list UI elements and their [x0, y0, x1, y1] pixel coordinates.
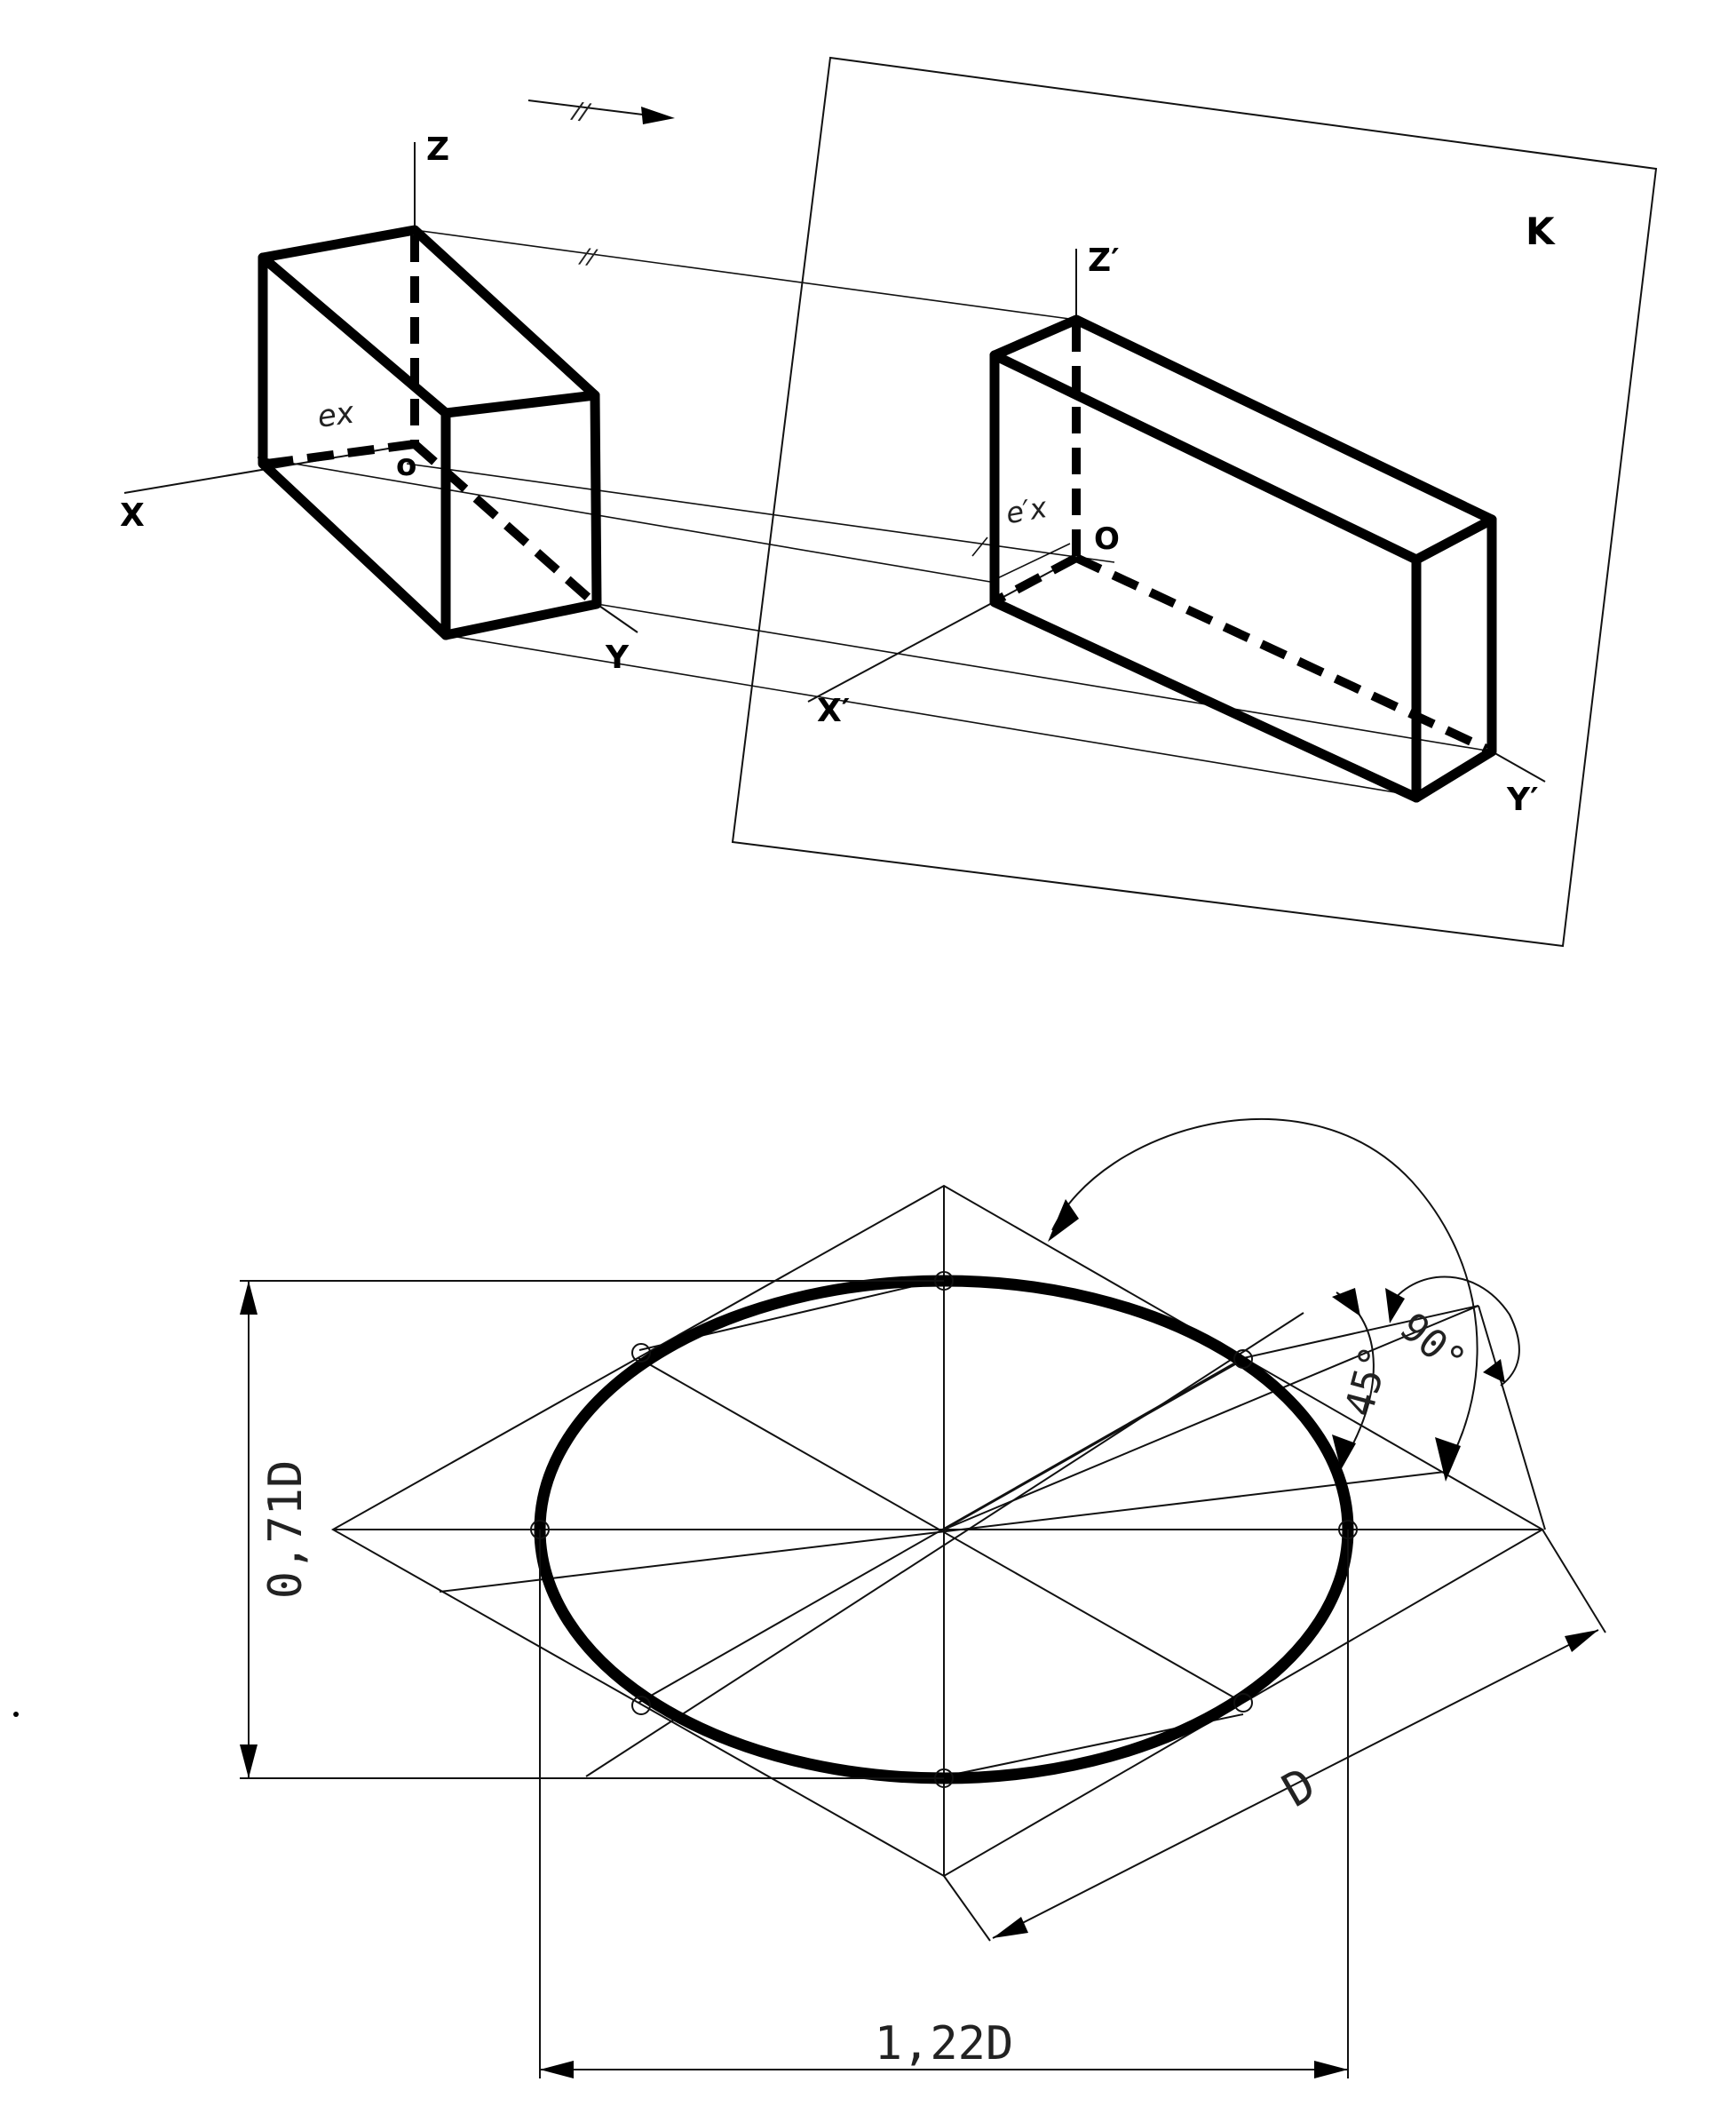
- side-dimension-label: D: [1274, 1758, 1325, 1818]
- side-dimension: D: [943, 1529, 1606, 1942]
- ray-parallel-mark: //: [577, 242, 599, 270]
- rotation-arc: [1048, 1117, 1478, 1482]
- direction-parallel-mark: //: [569, 97, 593, 126]
- axis-z-label: Z: [426, 131, 449, 168]
- coeff-ex-label: ex: [315, 394, 357, 434]
- angle-45-arc: 45°: [1332, 1288, 1399, 1470]
- axis-y-proj-label: Y′: [1506, 782, 1539, 818]
- angle-90-label: 90°: [1391, 1304, 1474, 1384]
- origin-proj-label: O: [1094, 521, 1120, 557]
- angle-45-label: 45°: [1336, 1341, 1399, 1421]
- width-dimension: 1,22D: [539, 1530, 1349, 2078]
- axis-y-label: Y: [605, 640, 630, 676]
- projection-direction-arrow: //: [527, 97, 675, 126]
- top-figure: // K // Z X Y o ex: [120, 56, 1658, 948]
- picture-plane-k: [731, 56, 1658, 948]
- bottom-figure: 45° 90° 0,71D 1,22D: [13, 1117, 1606, 2078]
- height-dimension-label: 0,71D: [259, 1460, 313, 1600]
- construction-lines: [333, 1186, 1546, 1876]
- axis-x-label: X: [120, 497, 145, 534]
- axis-z-proj-label: Z′: [1088, 242, 1120, 279]
- height-dimension: 0,71D: [240, 1280, 944, 1779]
- stray-dot: [13, 1712, 19, 1717]
- width-dimension-label: 1,22D: [875, 2017, 1014, 2070]
- angle-90-arc: 90°: [1385, 1276, 1520, 1387]
- plane-k-label: K: [1526, 210, 1556, 253]
- projection-rays: //: [257, 229, 1493, 796]
- projected-axes: Z′ X′ Y′ O e′x: [807, 242, 1546, 818]
- axis-x-proj-label: X′: [817, 693, 850, 729]
- origin-label: o: [396, 448, 416, 483]
- original-box: [258, 225, 602, 640]
- projected-box: [989, 314, 1497, 803]
- coeff-ex-proj-label: e′x: [1003, 490, 1050, 531]
